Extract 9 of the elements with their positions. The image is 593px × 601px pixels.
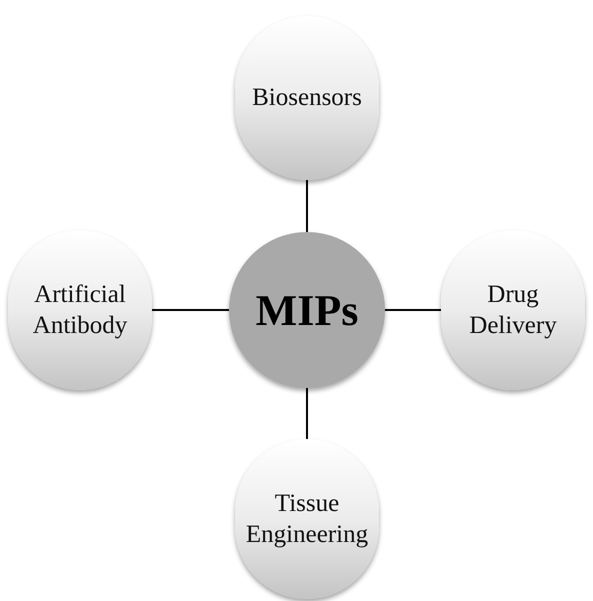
topic-label: Drug Delivery [468,280,558,341]
topic-label: Tissue Engineering [244,488,370,550]
connector-line [306,388,308,439]
center-label: MIPs [256,284,358,336]
connector-line [152,309,229,311]
topic-label: Biosensors [252,83,362,114]
topic-label: Artificial Antibody [32,280,128,341]
connector-line [385,309,441,311]
connector-line [306,180,308,232]
